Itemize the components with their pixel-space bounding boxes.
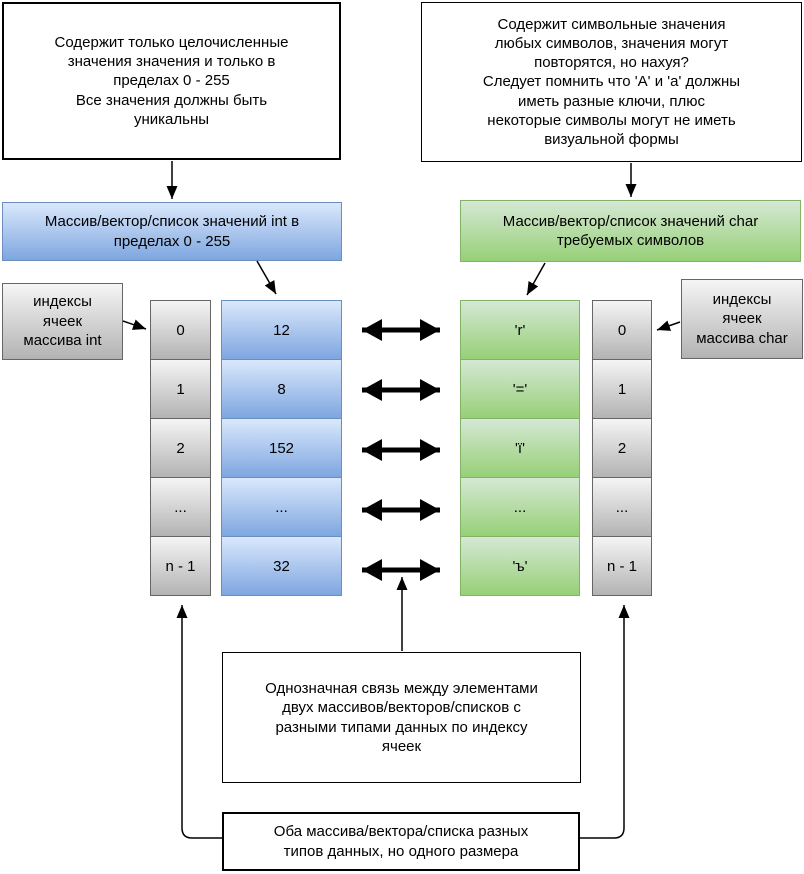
int-value-cell: 32: [221, 536, 342, 596]
char-value-cell: '=': [460, 359, 580, 419]
int-array-header: Массив/вектор/список значений int в пред…: [2, 202, 342, 261]
int-index-cell: n - 1: [150, 536, 211, 596]
arrow-charheader-to-charcolumn: [526, 262, 546, 296]
int-index-cell: 2: [150, 418, 211, 478]
char-value-cell: 'ъ': [460, 536, 580, 596]
arrow-intheader-to-intcolumn: [256, 260, 277, 295]
char-index-cell: 2: [592, 418, 652, 478]
arrow-sizenote-to-charindexcol: [580, 605, 630, 839]
int-value-cell: 152: [221, 418, 342, 478]
char-index-cell: ...: [592, 477, 652, 537]
char-index-cell: 0: [592, 300, 652, 360]
relation-note-box: Однозначная связь между элементами двух …: [222, 652, 581, 783]
int-value-cell: ...: [221, 477, 342, 537]
char-note-box: Содержит символьные значения любых симво…: [421, 2, 802, 162]
int-index-cell: ...: [150, 477, 211, 537]
arrow-charlabel-to-charindexcol: [656, 320, 681, 331]
char-value-cell: ...: [460, 477, 580, 537]
int-index-column: 0 1 2 ... n - 1: [150, 300, 211, 596]
char-value-column: 'r' '=' 'ï' ... 'ъ': [460, 300, 580, 596]
char-index-cell: 1: [592, 359, 652, 419]
char-index-label-box: индексы ячеек массива char: [681, 279, 803, 359]
char-index-cell: n - 1: [592, 536, 652, 596]
int-value-column: 12 8 152 ... 32: [221, 300, 342, 596]
char-array-header: Массив/вектор/список значений char требу…: [460, 200, 801, 262]
int-index-cell: 1: [150, 359, 211, 419]
int-index-label-box: индексы ячеек массива int: [2, 283, 123, 360]
int-value-cell: 12: [221, 300, 342, 360]
int-value-cell: 8: [221, 359, 342, 419]
int-note-box: Содержит только целочисленные значения з…: [2, 2, 341, 160]
arrow-intlabel-to-intindexcol: [122, 319, 147, 330]
char-value-cell: 'ï': [460, 418, 580, 478]
char-index-column: 0 1 2 ... n - 1: [592, 300, 652, 596]
size-note-box: Оба массива/вектора/списка разных типов …: [222, 812, 580, 871]
char-value-cell: 'r': [460, 300, 580, 360]
int-index-cell: 0: [150, 300, 211, 360]
arrow-sizenote-to-intindexcol: [176, 605, 222, 839]
